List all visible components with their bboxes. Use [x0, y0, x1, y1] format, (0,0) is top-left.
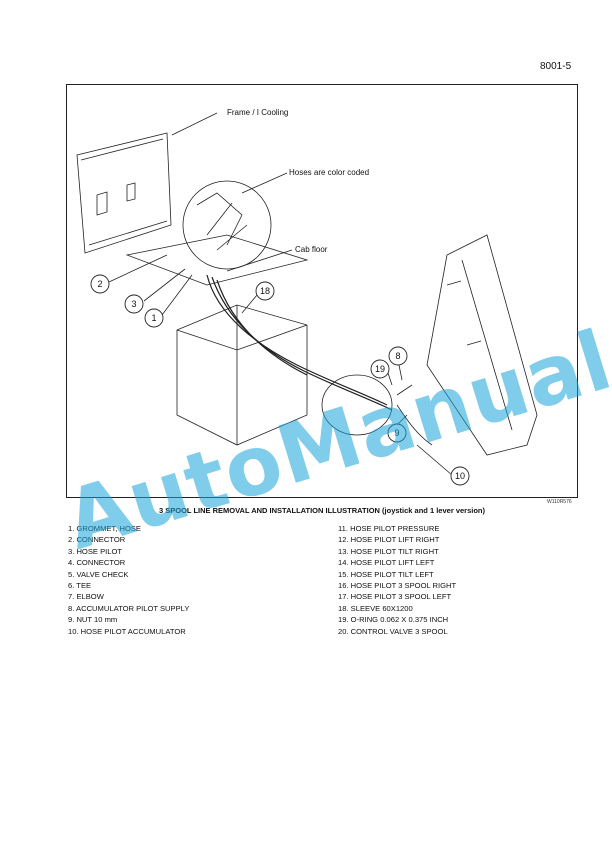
leader-hoses	[241, 172, 288, 194]
list-item: 10. HOSE PILOT ACCUMULATOR	[68, 626, 186, 636]
list-item: 18. SLEEVE 60X1200	[338, 603, 413, 613]
frame-cooling-label: Frame / I Cooling	[227, 108, 288, 117]
list-item: 6. TEE	[68, 580, 92, 590]
list-item: 9. NUT 10 mm	[68, 615, 118, 625]
callout-number-18: 18	[260, 286, 270, 296]
frame-panel-edge	[80, 138, 168, 246]
list-item: 4. CONNECTOR	[68, 558, 126, 568]
callout-number-3: 3	[131, 299, 136, 309]
list-item: 1. GROMMET, HOSE	[68, 524, 141, 533]
list-item: 11. HOSE PILOT PRESSURE	[338, 524, 440, 533]
callout-number-10: 10	[455, 471, 465, 481]
list-item: 7. ELBOW	[68, 592, 104, 602]
exploded-illustration: Frame / I Cooling Hoses are color coded …	[66, 84, 578, 498]
illustration-drawing: Frame / I Cooling Hoses are color coded …	[76, 108, 538, 486]
list-item: 17. HOSE PILOT 3 SPOOL LEFT	[338, 592, 452, 602]
cab-floor-label: Cab floor	[295, 245, 328, 254]
callout-number-1: 1	[151, 313, 156, 323]
list-item: 3. HOSE PILOT	[68, 546, 123, 556]
callout-number-19: 19	[375, 364, 385, 374]
loader-arm	[426, 234, 538, 456]
list-item: 12. HOSE PILOT LIFT RIGHT	[338, 535, 440, 545]
list-item: 15. HOSE PILOT TILT LEFT	[338, 569, 434, 579]
leader-frame	[171, 112, 218, 136]
hoses-color-coded-label: Hoses are color coded	[289, 168, 369, 177]
leader-cab-floor	[226, 249, 293, 272]
list-item: 5. VALVE CHECK	[68, 569, 129, 579]
list-item: 20. CONTROL VALVE 3 SPOOL	[338, 626, 448, 636]
list-item: 2. CONNECTOR	[68, 535, 126, 545]
figure-caption: 3 SPOOL LINE REMOVAL AND INSTALLATION IL…	[158, 506, 485, 515]
list-item: 16. HOSE PILOT 3 SPOOL RIGHT	[338, 580, 457, 590]
page-number: 8001-5	[540, 61, 572, 72]
list-item: 14. HOSE PILOT LIFT LEFT	[338, 558, 435, 568]
magnified-detail-circle	[182, 180, 272, 270]
list-item: 8. ACCUMULATOR PILOT SUPPLY	[68, 603, 190, 613]
parts-list-right: 11. HOSE PILOT PRESSURE 12. HOSE PILOT L…	[338, 523, 456, 637]
parts-list-left: 1. GROMMET, HOSE 2. CONNECTOR 3. HOSE PI…	[68, 523, 189, 637]
list-item: 19. O-RING 0.062 X 0.375 INCH	[338, 615, 449, 625]
callout-number-8: 8	[395, 351, 400, 361]
cab-floor-plate	[125, 234, 309, 286]
hose-detail-ellipse	[321, 374, 393, 436]
hose-bundle	[206, 274, 388, 406]
frame-panel	[76, 132, 172, 254]
callout-number-2: 2	[97, 279, 102, 289]
callout-number-9: 9	[394, 428, 399, 438]
list-item: 13. HOSE PILOT TILT RIGHT	[338, 546, 439, 556]
figure-code: W110R576	[547, 499, 572, 505]
